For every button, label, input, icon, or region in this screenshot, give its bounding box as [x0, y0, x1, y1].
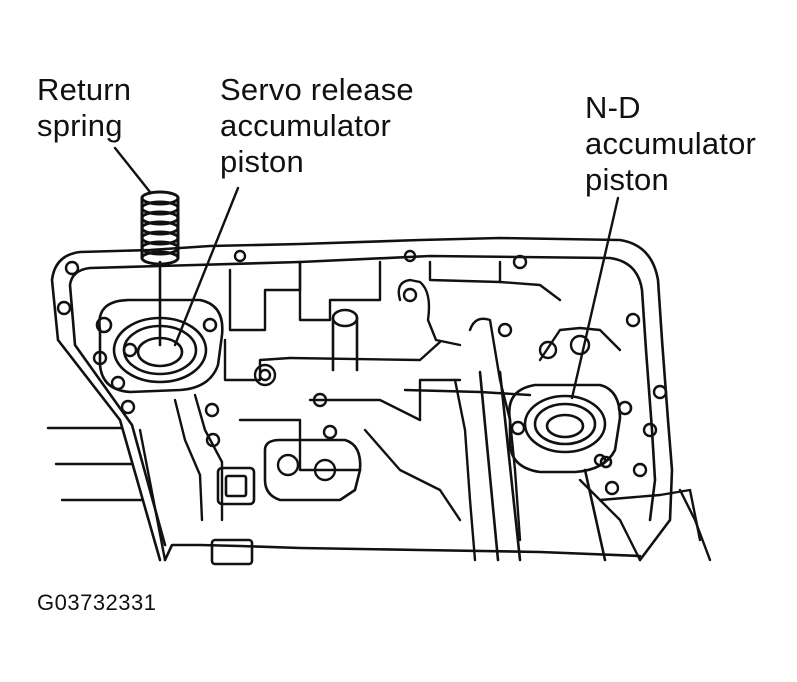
label-servo-line-1: Servo release: [220, 72, 414, 107]
valve-body-outline: [52, 238, 672, 560]
label-servo-release-accumulator-piston: Servo release accumulator piston: [220, 72, 414, 180]
leader-servo-release: [175, 188, 238, 345]
internal-passages: [140, 262, 710, 560]
lower-body-edge: [165, 545, 640, 560]
right-rods: [480, 372, 605, 560]
return-spring-coil: [142, 192, 178, 264]
center-boss-pin: [333, 310, 357, 370]
leader-nd-accumulator: [572, 198, 618, 398]
leader-lines: [115, 148, 618, 398]
label-nd-line-1: N-D: [585, 90, 641, 125]
label-return-spring-line-2: spring: [37, 108, 123, 143]
label-servo-line-2: accumulator: [220, 108, 392, 143]
label-nd-accumulator-piston: N-D accumulator piston: [585, 90, 756, 198]
left-mounting-lines: [48, 428, 142, 500]
label-nd-line-3: piston: [585, 162, 669, 197]
label-return-spring-line-1: Return: [37, 72, 132, 107]
center-block: [212, 440, 360, 564]
valve-body-inner-rim: [70, 256, 655, 545]
rim-bolt-holes: [58, 251, 666, 494]
label-nd-line-2: accumulator: [585, 126, 757, 161]
leader-return-spring: [115, 148, 150, 192]
label-return-spring: Return spring: [37, 72, 131, 144]
nd-accumulator-bore: [509, 385, 631, 472]
label-servo-line-3: piston: [220, 144, 304, 179]
fluid-ports: [124, 289, 605, 480]
figure-code: G03732331: [37, 590, 157, 615]
